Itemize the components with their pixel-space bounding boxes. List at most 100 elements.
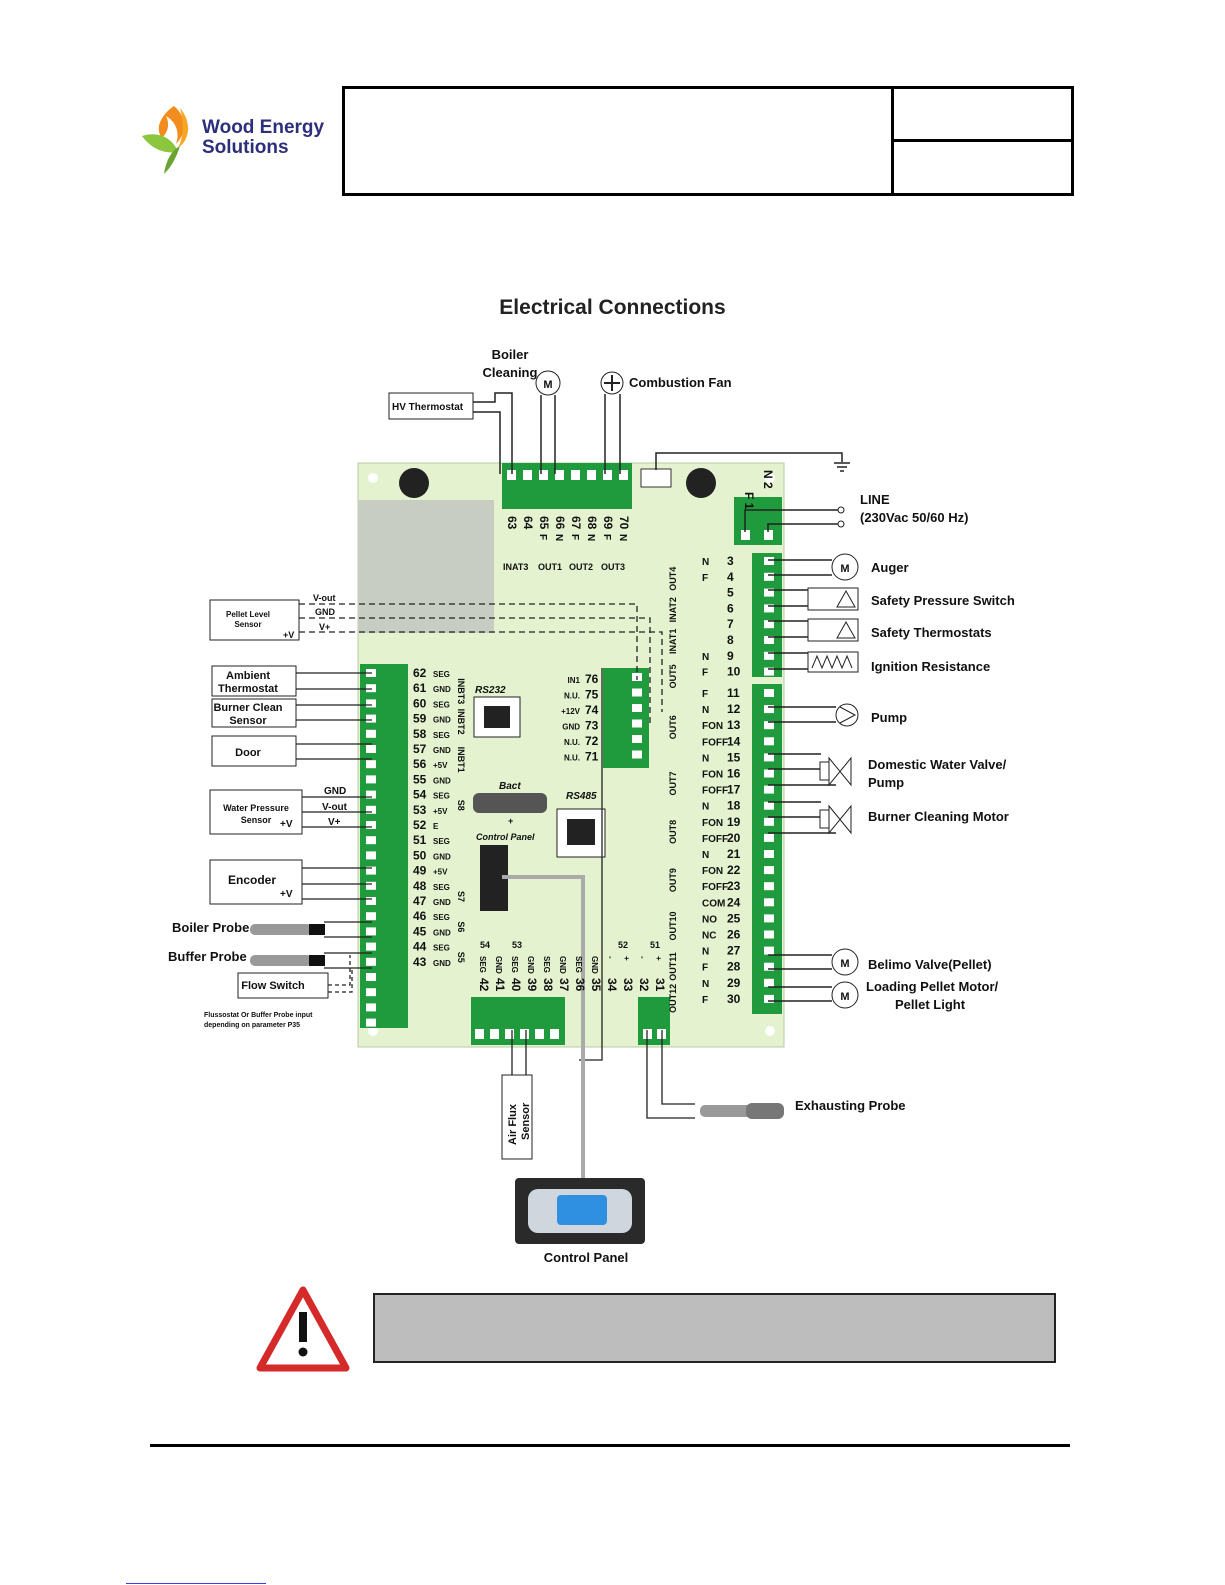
safety-thermostat-icon [807, 618, 859, 642]
loading-motor-symbol: M [840, 991, 849, 1003]
water-wire-vout: V-out [322, 802, 348, 813]
right-terminal-type: F [702, 995, 708, 1006]
pellet-wire-vplus: V+ [319, 622, 330, 632]
pellet-plus-v: +V [283, 630, 294, 640]
center-terminal-number: 72 [585, 734, 599, 748]
terminal-pin [764, 914, 774, 923]
boiler-cleaning-label-1: Boiler [492, 347, 529, 362]
left-terminal-type: SEG [433, 944, 450, 953]
left-terminal-type: SEG [433, 913, 450, 922]
right-terminal-number: 12 [727, 702, 741, 716]
terminal-pin [764, 882, 774, 891]
bottom-terminal-type: + [654, 956, 663, 961]
terminal-pin [366, 790, 376, 799]
terminal-pin [555, 470, 564, 480]
right-terminal-type: N [702, 705, 709, 716]
bottom-terminal-number: 33 [621, 978, 635, 992]
bottom-wires [511, 668, 695, 1119]
logo-text: Wood Energy Solutions [202, 118, 324, 158]
domestic-water-valve-icon [828, 756, 852, 787]
terminal-pin [587, 470, 596, 480]
battery-label: Bact [499, 781, 521, 792]
encoder-plus-v: +V [280, 889, 293, 900]
bottom-terminal-type: SEG [478, 956, 487, 973]
terminal-pin [366, 851, 376, 860]
flow-switch-box [237, 972, 329, 999]
fan-blades-icon [604, 375, 620, 391]
burner-cleaning-valve-icon [828, 804, 852, 835]
boiler-probe-connector [309, 924, 325, 935]
bottom-terminal-type: SEG [510, 956, 519, 973]
terminal-pin [764, 833, 774, 842]
right-terminal-number: 10 [727, 665, 741, 679]
center-terminal-block [603, 668, 649, 768]
left-terminal-type: GND [433, 776, 451, 785]
line-voltage-label: (230Vac 50/60 Hz) [860, 510, 968, 525]
terminal-pin [507, 470, 516, 480]
page-title: Electrical Connections [499, 296, 726, 319]
center-terminal-type: N.U. [564, 738, 580, 747]
terminal-pin [366, 821, 376, 829]
valve-actuator-icon [819, 809, 830, 829]
warning-exclamation-icon [299, 1312, 307, 1342]
center-terminal-type: IN1 [568, 676, 581, 685]
boiler-cleaning-motor-symbol: M [543, 379, 552, 391]
bottom-terminal-number: 38 [541, 978, 555, 992]
mount-hole [368, 473, 378, 483]
door-switch-box [211, 735, 297, 767]
burner-clean-label-1: Burner Clean [213, 702, 282, 714]
terminal-pin [603, 470, 612, 480]
left-group-label: INBT1 [456, 747, 466, 773]
left-group-label: INBT2 [456, 709, 466, 735]
left-group-label: INBT3 [456, 678, 466, 704]
right-terminal-type: FON [702, 770, 723, 781]
loading-pellet-motor-label: Loading Pellet Motor/ [866, 979, 999, 994]
right-group-label: OUT6 [668, 715, 678, 739]
right-terminal-number: 24 [727, 895, 741, 909]
right-group-label: OUT4 [668, 567, 678, 591]
terminal-pin [632, 704, 642, 712]
top-terminal-number: 64 [521, 516, 535, 530]
left-terminal-number: 46 [413, 909, 427, 923]
bottom-terminal-number: 37 [557, 978, 571, 992]
right-group-label: INAT2 [668, 597, 678, 622]
terminal-pin [366, 745, 376, 753]
pump-label: Pump [871, 710, 907, 725]
terminal-pin [764, 753, 774, 762]
terminal-pin [764, 721, 774, 730]
ignition-resistor-icon [807, 651, 859, 673]
terminal-pin [764, 636, 774, 644]
top-terminal-block [502, 463, 632, 509]
hv-thermostat-label: HV Thermostat [392, 402, 464, 413]
bottom-terminal-number: 41 [493, 978, 507, 992]
terminal-pin [764, 817, 774, 826]
right-terminal-type: F [702, 963, 708, 974]
terminal-pin [764, 588, 774, 597]
terminal-pin [366, 897, 376, 905]
burner-cleaning-motor-label: Burner Cleaning Motor [868, 809, 1009, 824]
belimo-valve-label: Belimo Valve(Pellet) [868, 957, 992, 972]
bottom-terminal-type: GND [494, 956, 503, 974]
left-terminal-number: 53 [413, 803, 427, 817]
terminal-pin [764, 946, 774, 955]
terminal-pin [366, 836, 376, 845]
right-terminal-type: N [702, 850, 709, 861]
terminal-pin [366, 988, 376, 997]
terminal-pin [366, 1018, 376, 1027]
left-wires [296, 603, 663, 1061]
safety-thermostats-label: Safety Thermostats [871, 625, 992, 640]
terminal-pin [539, 470, 548, 480]
flow-switch-label: Flow Switch [241, 980, 305, 992]
left-terminal-number: 56 [413, 757, 427, 771]
header-box [342, 86, 1074, 196]
water-wire-gnd: GND [324, 786, 346, 797]
right-terminal-number: 15 [727, 750, 741, 764]
terminal-pin [764, 667, 774, 676]
flow-note-line-2: depending on parameter P35 [204, 1022, 300, 1029]
earth-terminal [640, 468, 672, 488]
company-logo: Wood Energy Solutions [140, 100, 345, 180]
terminal-pin [366, 729, 376, 738]
bottom-group-label: 51 [650, 940, 660, 950]
